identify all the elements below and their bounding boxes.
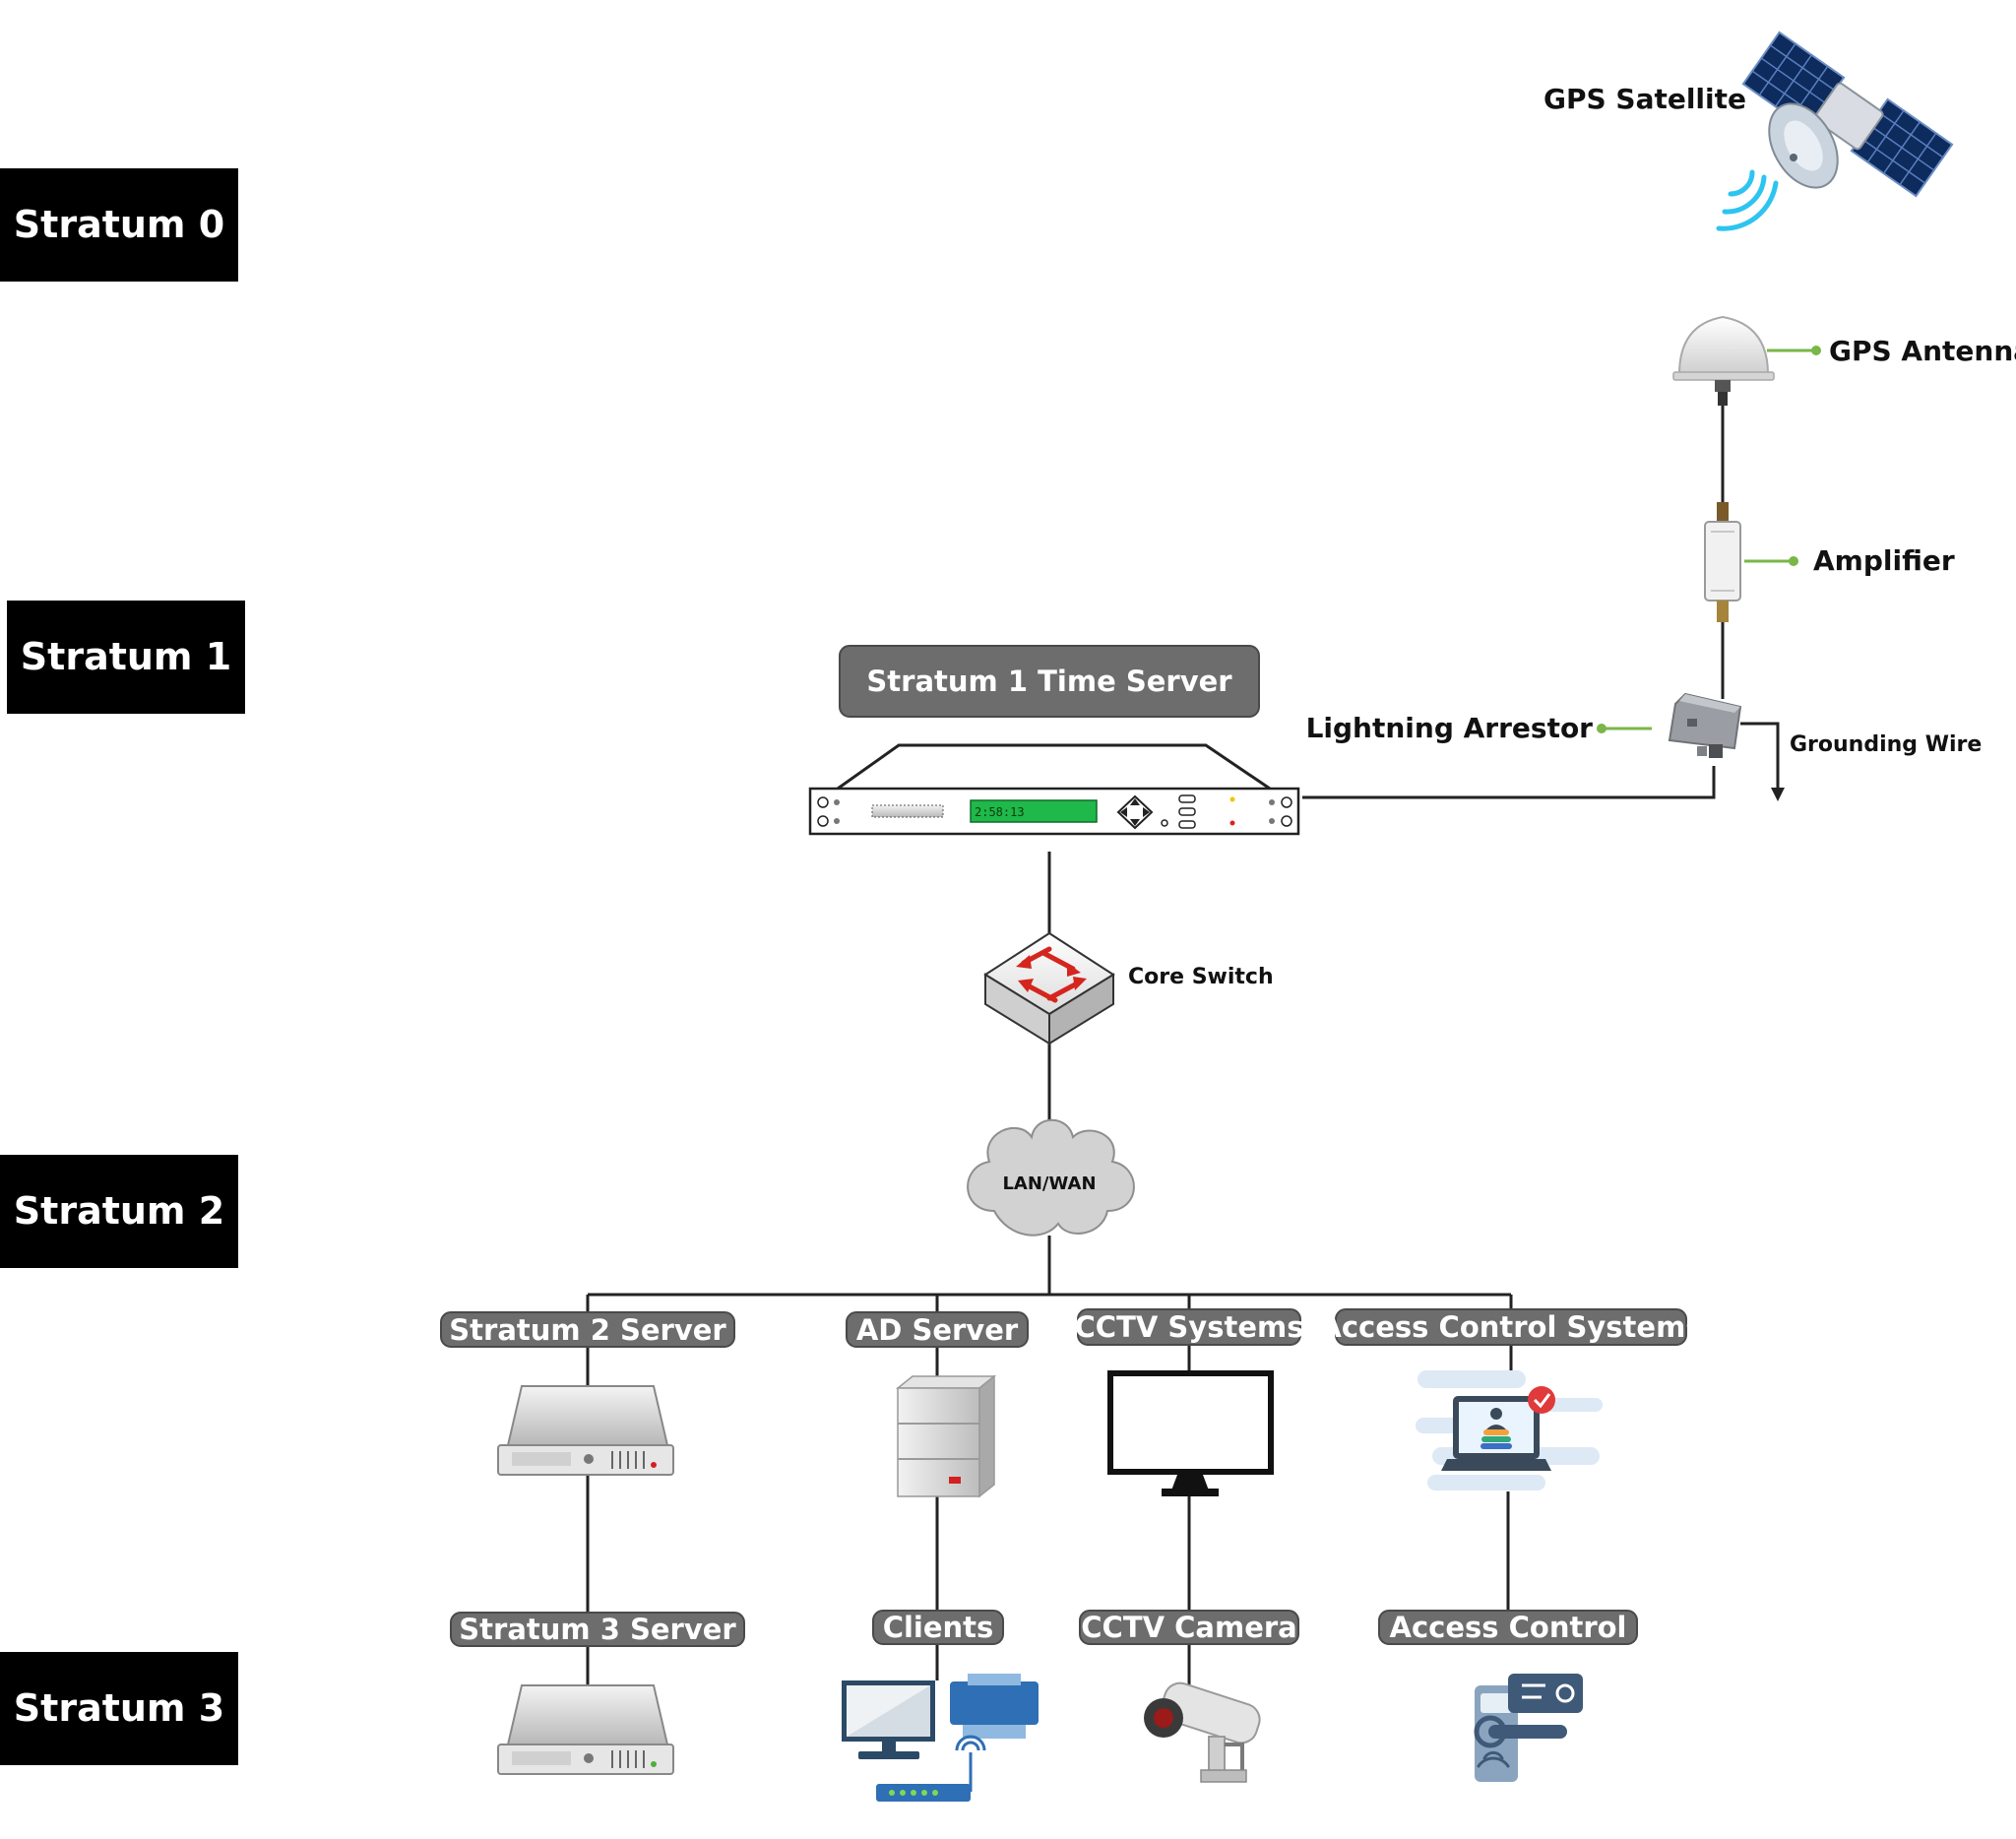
core-switch-icon	[983, 931, 1115, 1046]
antenna-leader-dot	[1811, 346, 1821, 355]
amplifier-leader-dot	[1789, 556, 1798, 566]
access-control-pill: Access Control	[1378, 1610, 1638, 1645]
gps-satellite-icon	[1716, 31, 1954, 231]
stratum-2-server-label: Stratum 2 Server	[449, 1313, 726, 1347]
lightning-arrestor-label: Lightning Arrestor	[1306, 712, 1594, 744]
amplifier-icon	[1704, 502, 1741, 622]
stratum-3-server-pill: Stratum 3 Server	[450, 1612, 745, 1647]
cctv-camera-label: CCTV Camera	[1081, 1611, 1297, 1644]
stratum-3-block: Stratum 3	[0, 1652, 238, 1765]
lcd-time: 2:58:13	[975, 805, 1025, 819]
stratum-2-server-icon	[497, 1385, 674, 1476]
cctv-systems-pill: CCTV Systems	[1075, 1308, 1304, 1346]
cctv-systems-label: CCTV Systems	[1075, 1310, 1304, 1344]
ad-server-label: AD Server	[856, 1313, 1019, 1347]
grounding-arrow-icon	[1771, 788, 1785, 801]
access-control-systems-label: Access Control Systems	[1319, 1310, 1702, 1344]
clients-label: Clients	[883, 1611, 994, 1644]
stratum-0-block: Stratum 0	[0, 168, 238, 282]
stratum-3-label: Stratum 3	[14, 1686, 224, 1730]
gps-antenna-icon	[1672, 315, 1775, 406]
access-control-systems-pill: Access Control Systems	[1319, 1308, 1703, 1346]
stratum-1-label: Stratum 1	[21, 635, 231, 678]
access-control-door-icon	[1474, 1674, 1583, 1782]
stratum-2-label: Stratum 2	[14, 1189, 224, 1233]
amplifier-label: Amplifier	[1813, 544, 1955, 577]
stratum-3-server-label: Stratum 3 Server	[459, 1613, 736, 1646]
lan-wan-cloud-icon	[967, 1118, 1135, 1237]
core-switch-label: Core Switch	[1128, 965, 1274, 989]
time-server-pill: Stratum 1 Time Server	[839, 645, 1260, 718]
gps-antenna-label: GPS Antenna	[1829, 335, 2016, 367]
connection-lines	[586, 404, 1780, 1688]
gps-satellite-label: GPS Satellite	[1544, 83, 1746, 115]
time-server-device-icon: 2:58:13	[808, 743, 1300, 836]
grounding-wire-label: Grounding Wire	[1790, 732, 1982, 757]
stratum-3-server-icon	[497, 1684, 674, 1775]
stratum-2-server-pill: Stratum 2 Server	[440, 1311, 735, 1348]
stratum-2-block: Stratum 2	[0, 1155, 238, 1268]
lightning-arrestor-icon	[1668, 692, 1742, 758]
lan-wan-label: LAN/WAN	[1002, 1173, 1096, 1194]
cctv-monitor-icon	[1107, 1370, 1274, 1496]
cctv-camera-pill: CCTV Camera	[1079, 1610, 1299, 1645]
time-server-label: Stratum 1 Time Server	[866, 665, 1232, 698]
access-control-label: Access Control	[1390, 1611, 1627, 1644]
label-leaders	[1602, 349, 1816, 730]
clients-pill: Clients	[872, 1610, 1004, 1645]
stratum-1-block: Stratum 1	[7, 601, 245, 714]
ad-server-icon	[895, 1374, 997, 1498]
arrestor-leader-dot	[1597, 724, 1606, 733]
stratum-0-label: Stratum 0	[14, 203, 224, 246]
access-control-system-icon	[1416, 1370, 1603, 1490]
ad-server-pill: AD Server	[846, 1311, 1029, 1348]
cctv-camera-icon	[1144, 1681, 1261, 1783]
clients-icon	[842, 1674, 1039, 1802]
